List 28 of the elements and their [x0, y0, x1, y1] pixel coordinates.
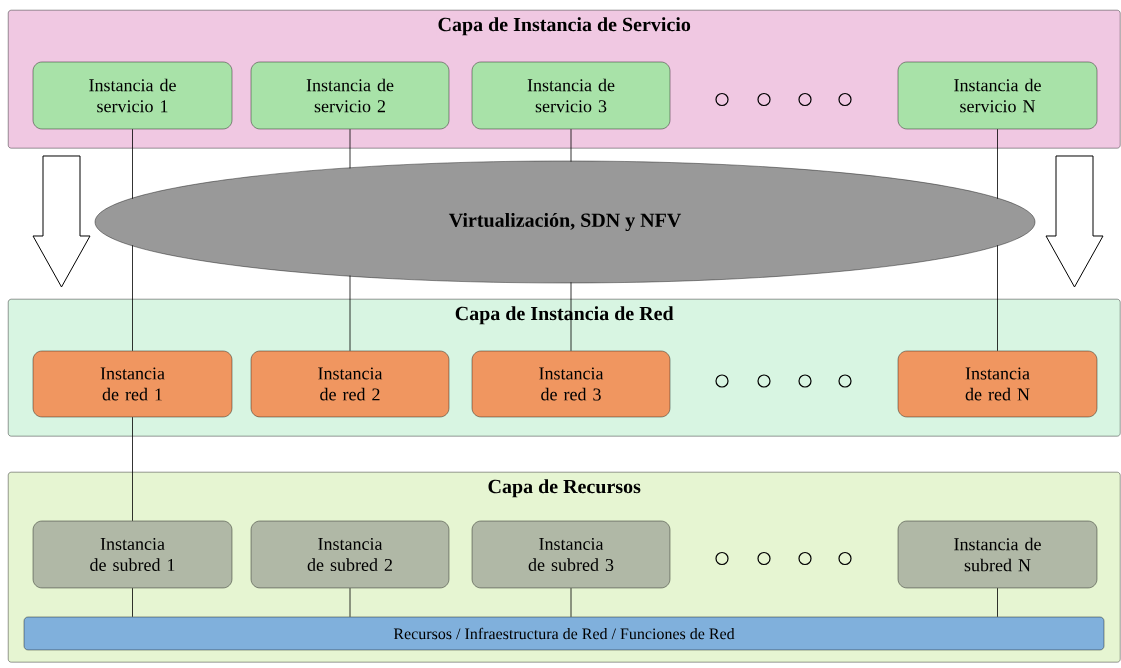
instance-box: Instancia de subred N — [897, 520, 1098, 589]
connector-line — [349, 587, 351, 618]
connector-line — [570, 128, 572, 162]
resource-bar: Recursos / Infraestructura de Red / Funciones de Red — [23, 616, 1105, 651]
connector-line — [132, 587, 133, 618]
block-arrow — [1045, 155, 1104, 288]
connector-line — [997, 244, 998, 352]
instance-box: Instancia de servicio 2 — [250, 61, 450, 130]
instance-box: Instancia de red 3 — [471, 350, 671, 418]
instance-box: Instancia de red 2 — [250, 350, 450, 418]
connector-line — [132, 416, 133, 522]
instance-box: Instancia de subred 1 — [32, 520, 233, 589]
instance-box: Instancia de servicio N — [897, 61, 1098, 130]
instance-box: Instancia de subred 3 — [471, 520, 671, 589]
connector-line — [349, 275, 351, 352]
connector-line — [570, 282, 572, 352]
connector-line — [997, 587, 998, 618]
instance-box: Instancia de red N — [897, 350, 1098, 418]
instance-box: Instancia de servicio 1 — [32, 61, 233, 130]
instance-box: Instancia de servicio 3 — [471, 61, 671, 130]
connector-line — [997, 128, 998, 200]
connector-line — [132, 244, 133, 352]
connector-line — [132, 128, 133, 200]
connector-line — [349, 128, 351, 169]
instance-box: Instancia de red 1 — [32, 350, 233, 418]
block-arrow — [32, 155, 91, 288]
instance-box: Instancia de subred 2 — [250, 520, 450, 589]
connector-line — [570, 587, 572, 618]
